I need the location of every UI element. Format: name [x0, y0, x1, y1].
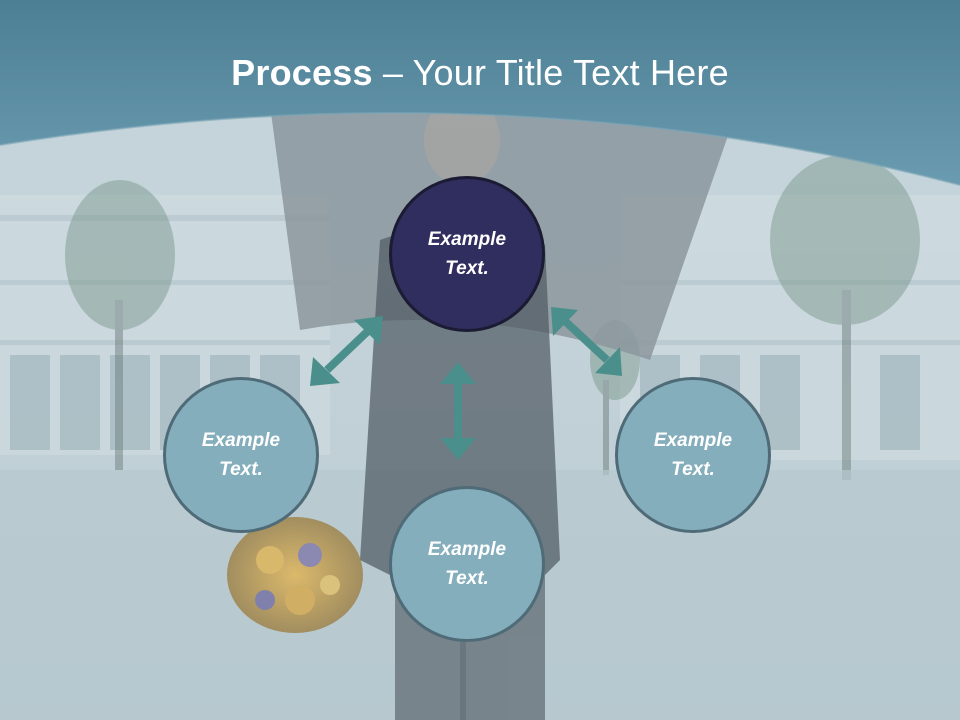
title-rest: – Your Title Text Here — [372, 52, 729, 93]
node-right-line2: Text. — [671, 459, 715, 480]
node-bottom-line1: Example — [427, 539, 507, 560]
node-top-line2: Text. — [445, 258, 489, 279]
title-bold: Process — [231, 52, 373, 93]
header-band — [0, 0, 960, 185]
arrow-vertical — [440, 362, 476, 460]
node-left-line2: Text. — [219, 459, 263, 480]
process-node-bottom[interactable]: Example Text. — [389, 486, 545, 642]
slide-title: Process – Your Title Text Here — [0, 52, 960, 94]
node-left-line1: Example — [201, 430, 281, 451]
node-bottom-line2: Text. — [445, 568, 489, 589]
arrow-top-left — [310, 316, 383, 386]
process-node-right[interactable]: Example Text. — [615, 377, 771, 533]
node-right-line1: Example — [653, 430, 733, 451]
process-node-top[interactable]: Example Text. — [389, 176, 545, 332]
process-node-left[interactable]: Example Text. — [163, 377, 319, 533]
tree-left — [65, 180, 175, 470]
arrows — [310, 307, 622, 460]
node-top-line1: Example — [427, 229, 507, 250]
arrow-top-right — [551, 307, 622, 376]
flower-bouquet — [227, 517, 363, 633]
